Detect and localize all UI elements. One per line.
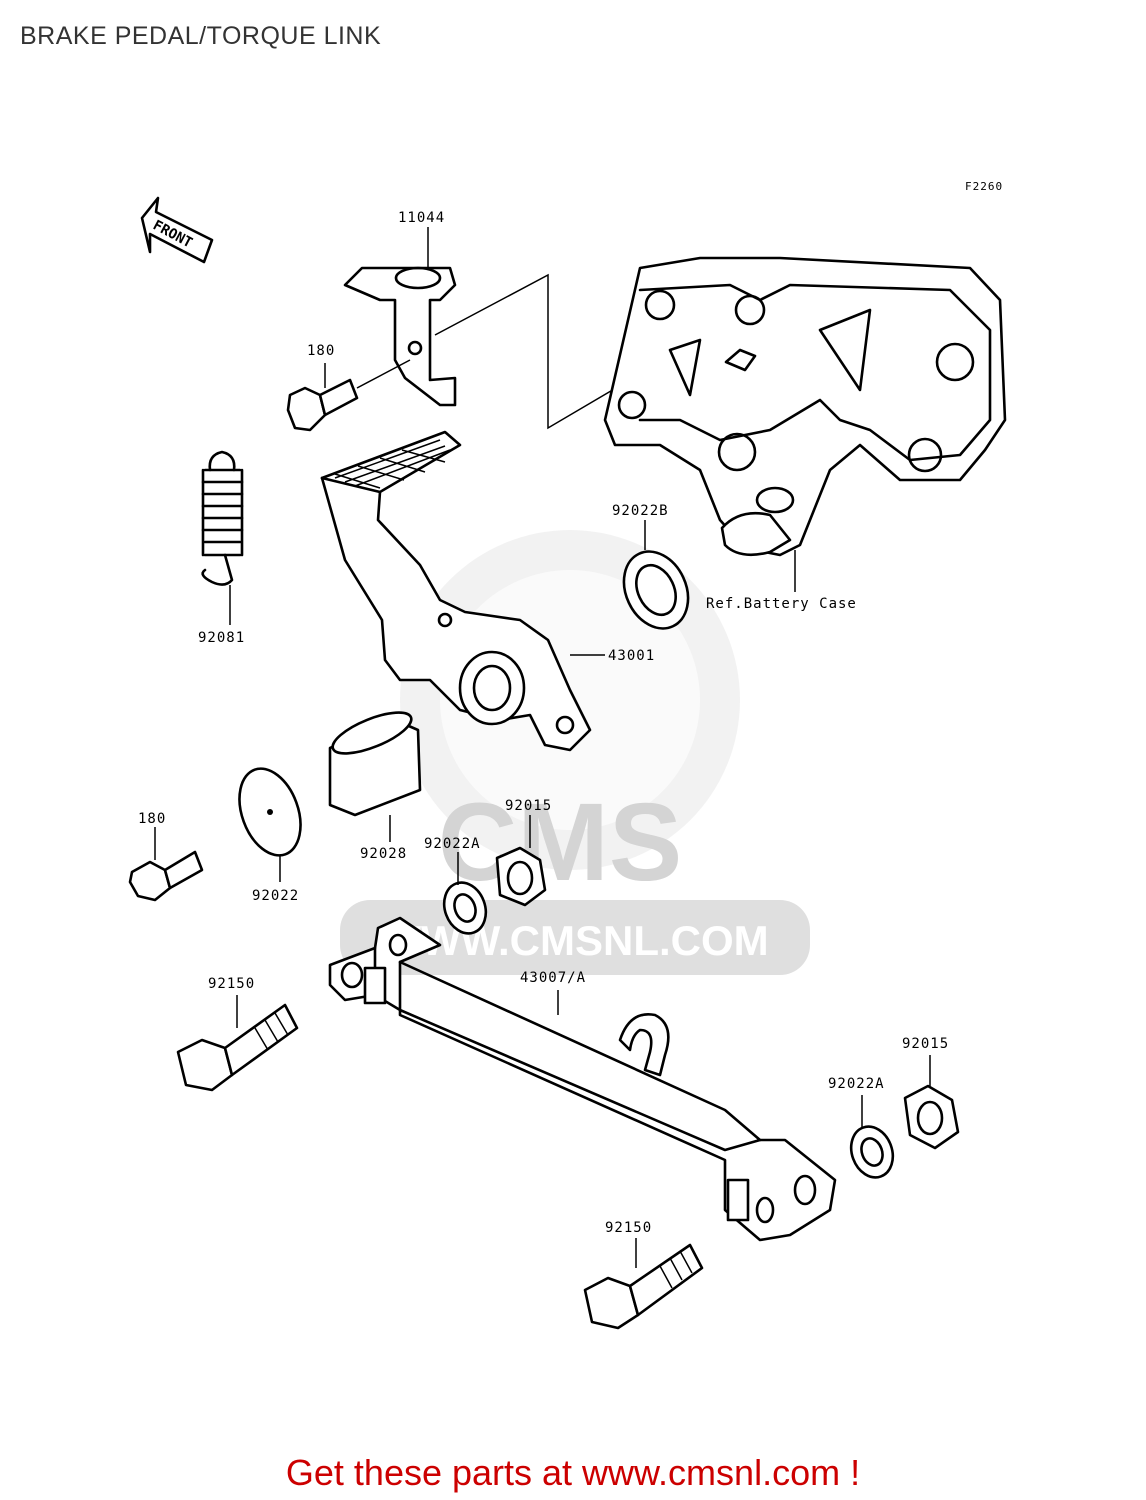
label-92022b: 92022B bbox=[612, 503, 669, 519]
label-92150-left: 92150 bbox=[208, 976, 255, 992]
label-92081: 92081 bbox=[198, 630, 245, 646]
label-43007a: 43007/A bbox=[520, 970, 586, 986]
label-11044: 11044 bbox=[398, 210, 445, 226]
nut-92015-right bbox=[903, 1084, 960, 1150]
bolt-180-top bbox=[286, 378, 359, 432]
front-arrow-icon: FRONT bbox=[140, 196, 214, 264]
page-title: BRAKE PEDAL/TORQUE LINK bbox=[20, 22, 382, 50]
washer-92022 bbox=[238, 767, 302, 857]
label-92022a-right: 92022A bbox=[828, 1076, 885, 1092]
washer-92022a-top bbox=[442, 881, 488, 935]
figure-code: F2260 bbox=[965, 180, 1003, 193]
label-92015-top: 92015 bbox=[505, 798, 552, 814]
nut-92015-top bbox=[495, 846, 547, 907]
bolt-92150-left bbox=[176, 1003, 299, 1092]
label-92015-right: 92015 bbox=[902, 1036, 949, 1052]
washer-92022a-right bbox=[849, 1125, 895, 1179]
battery-case-bracket bbox=[603, 256, 1007, 557]
label-180-top: 180 bbox=[307, 343, 335, 359]
collar-92028 bbox=[328, 711, 422, 817]
label-92150-bottom: 92150 bbox=[605, 1220, 652, 1236]
watermark-url: WWW.CMSNL.COM bbox=[381, 917, 768, 964]
label-180-bottom: 180 bbox=[138, 811, 166, 827]
footer-link[interactable]: Get these parts at www.cmsnl.com ! bbox=[285, 1452, 861, 1493]
spring-92081 bbox=[201, 450, 244, 586]
label-92022a-top: 92022A bbox=[424, 836, 481, 852]
label-92028: 92028 bbox=[360, 846, 407, 862]
label-92022: 92022 bbox=[252, 888, 299, 904]
washer-92022b bbox=[622, 550, 690, 630]
label-ref-battery-case: Ref.Battery Case bbox=[706, 596, 857, 612]
watermark-brand: CMS bbox=[438, 781, 682, 904]
bolt-92150-bottom bbox=[583, 1243, 704, 1330]
label-43001: 43001 bbox=[608, 648, 655, 664]
brake-pedal-43001 bbox=[320, 430, 592, 752]
bolt-180-bottom bbox=[128, 850, 204, 902]
torque-link-43007a bbox=[328, 916, 837, 1242]
bracket-11044 bbox=[343, 266, 457, 407]
